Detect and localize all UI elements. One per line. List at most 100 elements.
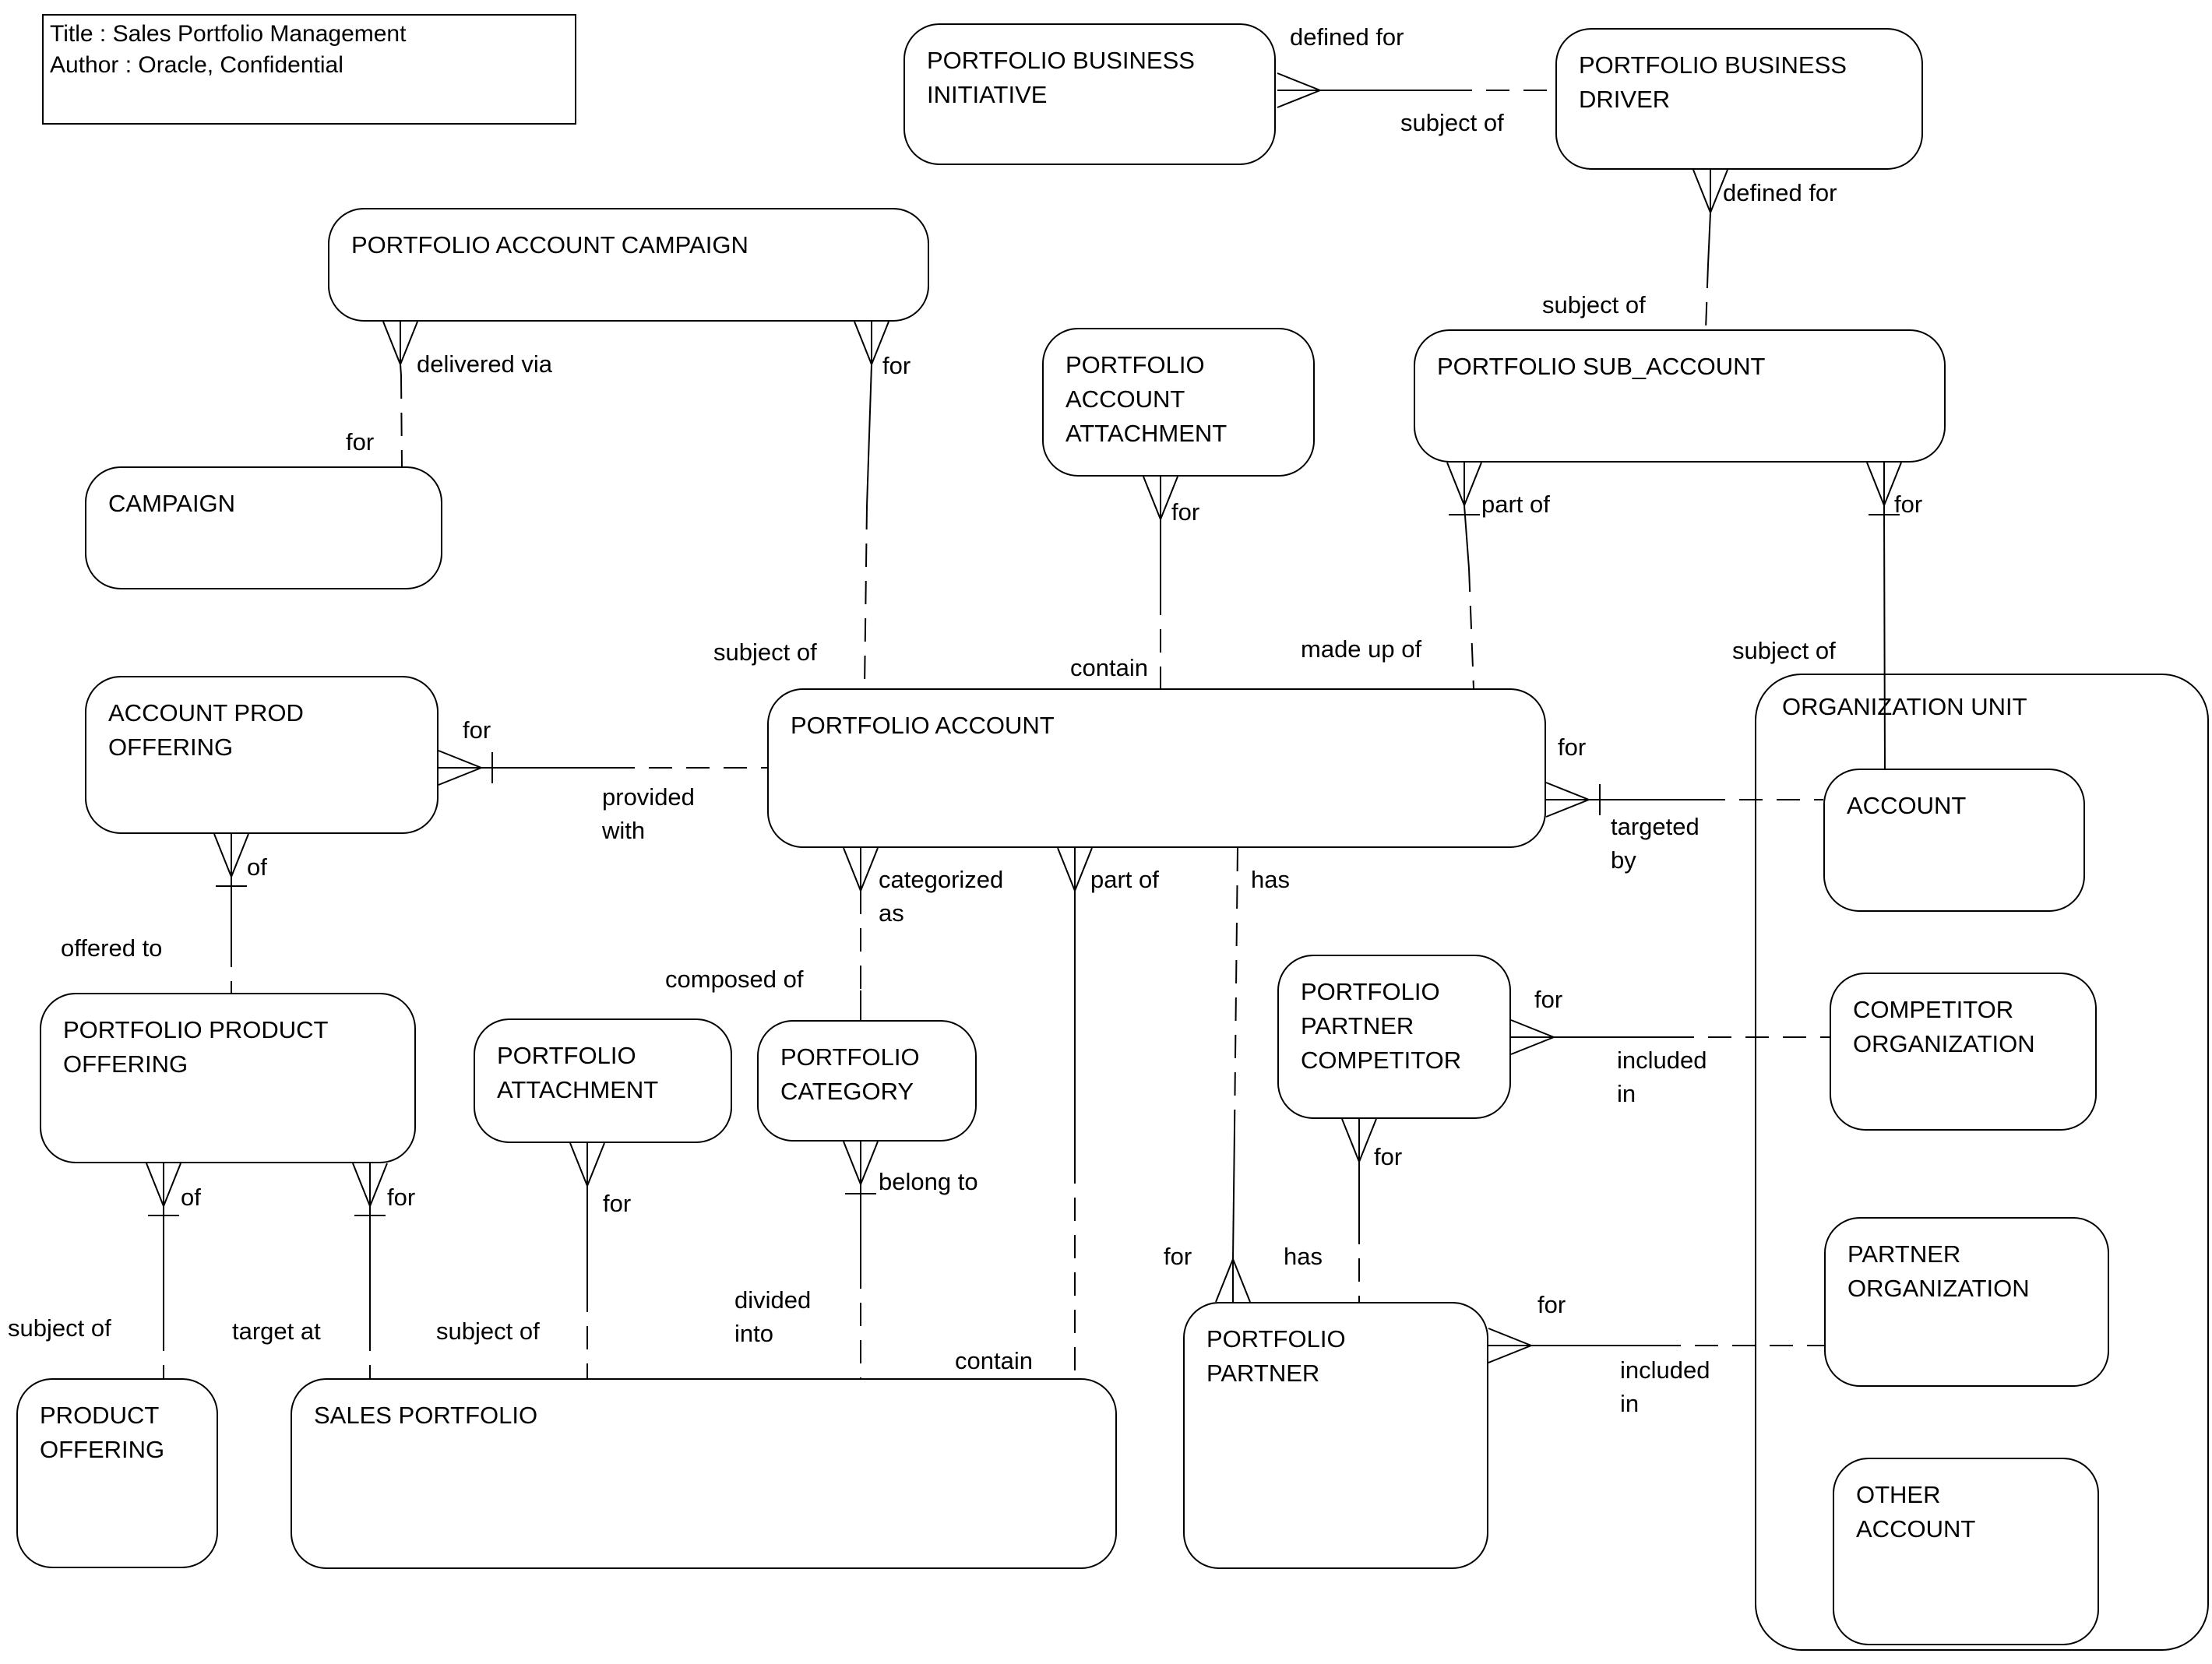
relationship-label-ppo-product-offering-1: subject of — [8, 1311, 111, 1345]
connector-competitor-competitor-organization — [1510, 1019, 1830, 1055]
entity-label: INITIATIVE — [927, 81, 1048, 108]
crow-foot-icon — [843, 1141, 879, 1185]
connector-attachment-sales-portfolio — [569, 1142, 605, 1378]
entity-label: PARTNER — [1301, 1012, 1414, 1040]
entity-label: ORGANIZATION — [1847, 1275, 2030, 1302]
connector-sub-account-account — [1866, 462, 1902, 769]
entity-label: OFFERING — [108, 733, 234, 761]
relationship-label-line: by — [1611, 846, 1636, 874]
relationship-label-portfolio-account-sales-portfolio-1: contain — [955, 1344, 1033, 1377]
relationship-label-line: part of — [1481, 491, 1550, 518]
crow-foot-icon — [146, 1163, 181, 1207]
crow-foot-icon — [213, 833, 249, 878]
entity-label: ACCOUNT — [1856, 1515, 1976, 1543]
relationship-label-line: for — [387, 1184, 416, 1211]
entity-label: ACCOUNT — [1847, 792, 1967, 819]
entity-label: PORTFOLIO BUSINESS — [1579, 51, 1847, 79]
relationship-label-initiative-driver-0: defined for — [1290, 20, 1404, 54]
connector-campaign-delivery — [382, 321, 418, 467]
entity-account: ACCOUNT — [1823, 769, 2085, 912]
relationship-label-line: for — [1171, 498, 1200, 526]
entity-label: COMPETITOR — [1301, 1047, 1462, 1074]
crow-foot-icon — [1545, 782, 1590, 818]
relationship-label-initiative-driver-1: subject of — [1400, 106, 1504, 139]
relationship-label-portfolio-account-sales-portfolio-0: part of — [1090, 863, 1159, 896]
entity-label: PORTFOLIO — [497, 1042, 636, 1069]
entity-label: ACCOUNT — [1065, 385, 1185, 413]
entity-label: SALES PORTFOLIO — [314, 1402, 538, 1429]
relationship-label-line: part of — [1090, 866, 1159, 893]
crow-foot-icon — [1277, 72, 1321, 108]
relationship-label-line: for — [346, 428, 375, 456]
relationship-label-sub-account-account-0: for — [1894, 487, 1922, 521]
crow-foot-icon — [1866, 462, 1902, 506]
relationship-label-line: included — [1620, 1356, 1710, 1384]
entity-label: ATTACHMENT — [1065, 420, 1228, 447]
relationship-label-attachment-portfolio-account-1: contain — [1070, 651, 1148, 684]
relationship-label-line: subject of — [1732, 637, 1836, 664]
crow-foot-icon — [1446, 462, 1482, 506]
entity-label: ACCOUNT PROD — [108, 699, 304, 726]
relationship-label-driver-sub-account-1: subject of — [1542, 288, 1646, 322]
relationship-label-line: defined for — [1290, 23, 1404, 51]
relationship-label-line: for — [1558, 733, 1587, 761]
crow-foot-icon — [1057, 847, 1093, 892]
relationship-label-portfolio-account-partner-0: has — [1251, 863, 1290, 896]
crow-foot-icon — [1215, 1258, 1251, 1303]
entity-label: CAMPAIGN — [108, 490, 236, 517]
entity-label: PORTFOLIO — [1301, 978, 1440, 1005]
entity-label: PORTFOLIO SUB_ACCOUNT — [1437, 353, 1766, 380]
entity-label: PRODUCT — [40, 1402, 160, 1429]
relationship-label-line: categorized — [879, 866, 1004, 893]
relationship-label-line: made up of — [1301, 635, 1422, 663]
relationship-label-line: for — [603, 1190, 632, 1217]
relationship-label-sub-account-account-1: subject of — [1732, 634, 1836, 667]
entity-label: PARTNER — [1847, 1240, 1961, 1268]
entity-label: PORTFOLIO BUSINESS — [927, 47, 1195, 74]
connector-acct-prod-offering-product-offering — [213, 833, 249, 993]
relationship-label-line: has — [1251, 866, 1290, 893]
crow-foot-icon — [438, 750, 482, 786]
crow-foot-icon — [1143, 476, 1178, 520]
relationship-label-acct-prod-offering-product-offering-0: of — [247, 850, 267, 884]
relationship-label-portfolio-account-category-1: composed of — [665, 962, 804, 996]
relationship-label-line: contain — [1070, 654, 1148, 681]
entity-portfolio-business-driver: PORTFOLIO BUSINESS DRIVER — [1555, 28, 1923, 170]
relationship-label-line: provided — [602, 783, 695, 811]
relationship-label-line: included — [1617, 1047, 1707, 1074]
entity-label: Title : Sales Portfolio Management — [50, 21, 407, 47]
relationship-label-competitor-partner-0: for — [1374, 1140, 1402, 1173]
relationship-label-line: for — [463, 716, 491, 744]
connector-partner-partner-organization — [1488, 1328, 1824, 1363]
entity-label: ORGANIZATION — [1853, 1030, 2035, 1057]
crow-foot-icon — [1510, 1019, 1555, 1055]
connector-ppo-product-offering — [146, 1163, 181, 1378]
relationship-label-line: for — [1164, 1243, 1192, 1270]
relationship-label-ppo-sales-portfolio-1: target at — [232, 1314, 321, 1348]
connector-category-sales-portfolio — [843, 1141, 879, 1378]
connector-acct-prod-offering-portfolio-account — [438, 750, 767, 786]
relationship-label-campaign-portfolio-account-1: subject of — [713, 635, 817, 669]
connector-campaign-portfolio-account — [854, 321, 889, 689]
entity-portfolio-business-initiative: PORTFOLIO BUSINESS INITIATIVE — [903, 23, 1276, 165]
entity-label: DRIVER — [1579, 86, 1671, 113]
relationship-label-portfolio-account-account-0: for — [1558, 730, 1586, 764]
connector-driver-sub-account — [1692, 169, 1728, 330]
entity-label: CATEGORY — [780, 1078, 914, 1105]
connector-attachment-portfolio-account — [1143, 476, 1178, 688]
connector-portfolio-account-sales-portfolio — [1057, 847, 1093, 1378]
relationship-label-competitor-competitor-organization-0: for — [1534, 983, 1562, 1016]
crow-foot-icon — [854, 321, 889, 365]
relationship-label-attachment-portfolio-account-0: for — [1171, 495, 1199, 529]
relationship-label-ppo-product-offering-0: of — [181, 1180, 201, 1214]
relationship-label-line: of — [247, 853, 267, 881]
relationship-label-line: has — [1284, 1243, 1323, 1270]
